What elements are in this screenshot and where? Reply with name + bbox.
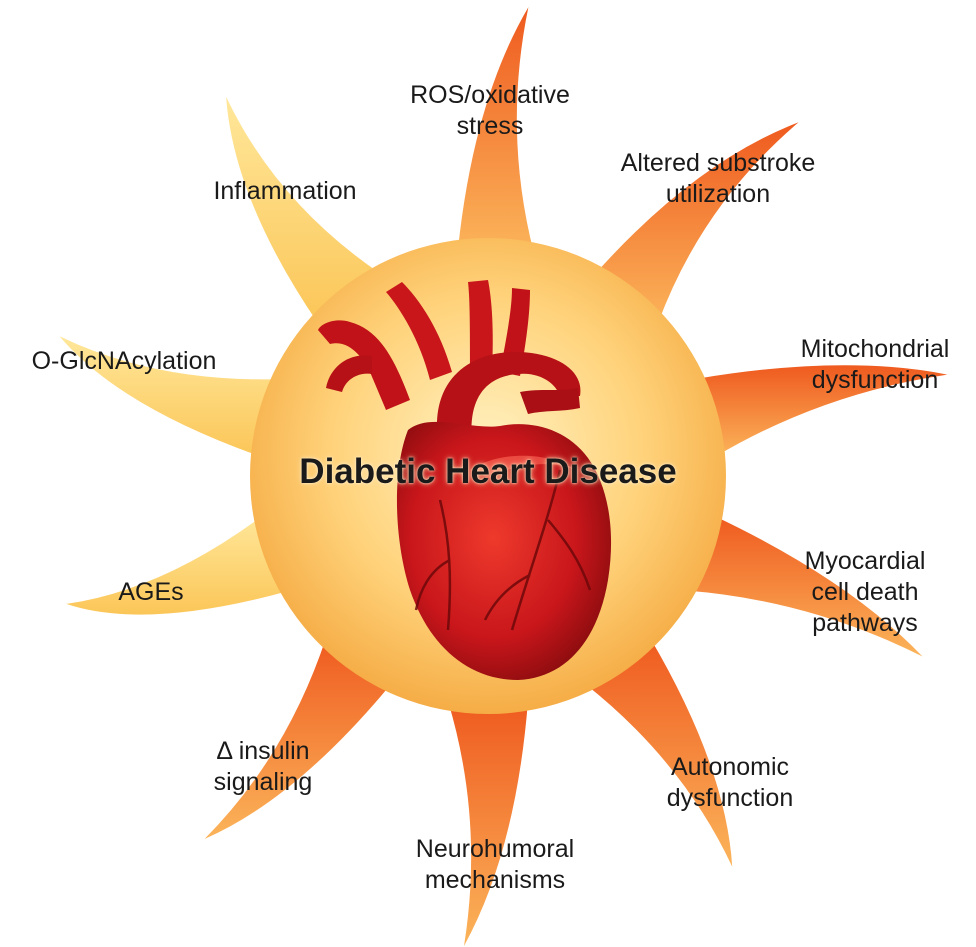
- label-mito: Mitochondrial dysfunction: [770, 334, 976, 396]
- label-celldeath: Myocardial cell death pathways: [770, 546, 960, 639]
- page-title: Diabetic Heart Disease: [299, 452, 676, 492]
- label-ages: AGEs: [96, 577, 206, 608]
- label-neuro: Neurohumoral mechanisms: [390, 834, 600, 896]
- label-ros: ROS/oxidative stress: [385, 80, 595, 142]
- label-oglc: O-GlcNAcylation: [4, 346, 244, 377]
- label-autonomic: Autonomic dysfunction: [630, 752, 830, 814]
- ray-bottom: [448, 701, 528, 946]
- label-insulin: Δ insulin signaling: [178, 736, 348, 798]
- label-substrate: Altered substroke utilization: [598, 148, 838, 210]
- label-inflam: Inflammation: [180, 176, 390, 207]
